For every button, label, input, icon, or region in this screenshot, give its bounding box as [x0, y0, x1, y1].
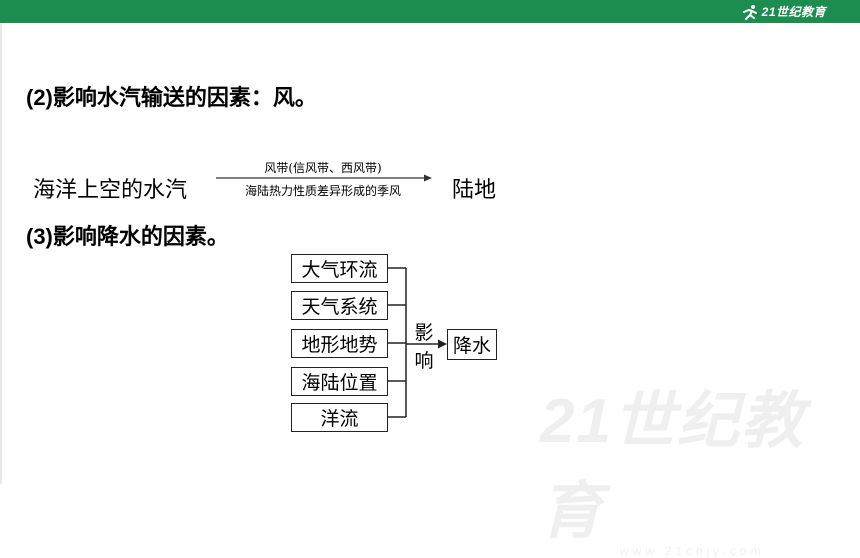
top-bar: 21世纪教育 — [0, 0, 860, 23]
item-number: (2) — [26, 85, 53, 110]
flow-destination: 陆地 — [452, 178, 497, 203]
item-text: 影响降水的因素。 — [52, 225, 229, 250]
watermark-brand: 21世纪教育 — [540, 387, 805, 546]
heading-water-vapor-transport: (2)影响水汽输送的因素：风。 — [26, 80, 317, 112]
left-divider — [0, 23, 2, 484]
brand-name: 21世纪教育 — [761, 5, 826, 19]
result-box-precipitation: 降水 — [447, 329, 497, 360]
watermark-url: www.21cnjy.com — [620, 544, 765, 558]
item-text: 影响水汽输送的因素：风。 — [52, 86, 317, 111]
diagram-connectors — [388, 267, 447, 418]
factor-box-atmospheric-circulation: 大气环流 — [291, 254, 388, 283]
arrow-label-bottom: 海陆热力性质差异形成的季风 — [244, 184, 401, 198]
brand-logo: 21世纪教育 — [741, 3, 826, 20]
factor-box-land-sea-position: 海陆位置 — [291, 367, 388, 396]
connector-label-char1: 影 — [414, 322, 434, 344]
heading-precipitation-factors: (3)影响降水的因素。 — [26, 219, 229, 251]
flow-source: 海洋上空的水汽 — [33, 178, 188, 203]
connector-label-char2: 响 — [414, 350, 434, 372]
runner-icon — [742, 4, 757, 20]
right-arrow-icon — [216, 174, 432, 182]
item-number: (3) — [26, 224, 53, 249]
watermark: 21世纪教育 www.21cnjy.com — [540, 370, 860, 558]
arrow-label-top: 风带(信风带、西风带) — [264, 161, 382, 175]
factor-box-terrain: 地形地势 — [291, 329, 388, 358]
factor-box-weather-system: 天气系统 — [291, 291, 388, 320]
factor-box-ocean-current: 洋流 — [291, 403, 388, 432]
